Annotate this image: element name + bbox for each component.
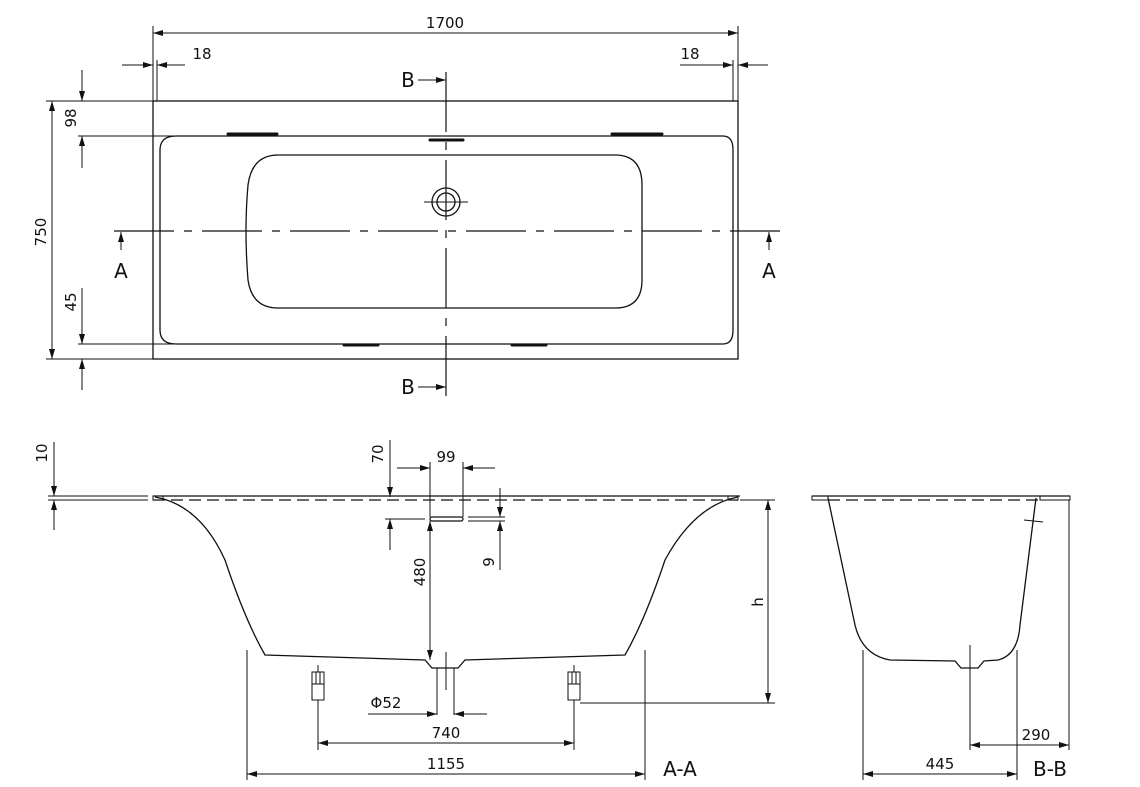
dim-overflow-depth: 70 [369, 444, 387, 463]
section-a-a: 10 70 99 9 480 Φ52 [33, 440, 775, 781]
dim-base-width: 445 [926, 755, 955, 773]
dim-rim-thickness: 10 [33, 443, 51, 462]
adjustable-foot-right-icon [567, 665, 581, 701]
section-label-a-a: A-A [663, 757, 697, 781]
plan-view: 1700 18 18 B B A A 750 98 45 [32, 14, 780, 399]
section-label-b-b: B-B [1033, 757, 1067, 781]
dim-feet-spacing: 740 [432, 724, 461, 742]
dim-drain-offset: 290 [1022, 726, 1051, 744]
dim-overflow-height: 9 [480, 557, 498, 567]
dim-bottom-rim: 45 [62, 292, 80, 311]
adjustable-foot-left-icon [311, 665, 325, 701]
dim-base-length: 1155 [427, 755, 465, 773]
dim-inner-depth: 480 [411, 558, 429, 587]
section-marker-b-top: B [401, 68, 415, 92]
dim-top-rim: 98 [62, 108, 80, 127]
section-b-b: 445 290 B-B [811, 495, 1071, 781]
dim-height: h [749, 597, 767, 607]
dim-overall-length: 1700 [426, 14, 464, 32]
dim-left-offset: 18 [192, 45, 211, 63]
section-marker-b-bottom: B [401, 375, 415, 399]
dim-right-offset: 18 [680, 45, 699, 63]
overflow-opening [429, 516, 464, 522]
dim-drain-diameter: Φ52 [371, 694, 402, 712]
dim-overall-width: 750 [32, 218, 50, 247]
tub-profile-a [154, 496, 739, 669]
tub-profile-b [827, 497, 1037, 669]
section-marker-a-left: A [114, 259, 128, 283]
dim-overflow-width: 99 [436, 448, 455, 466]
tub-inner-rim [159, 135, 734, 345]
section-marker-a-right: A [762, 259, 776, 283]
tub-basin-outline [245, 154, 643, 309]
